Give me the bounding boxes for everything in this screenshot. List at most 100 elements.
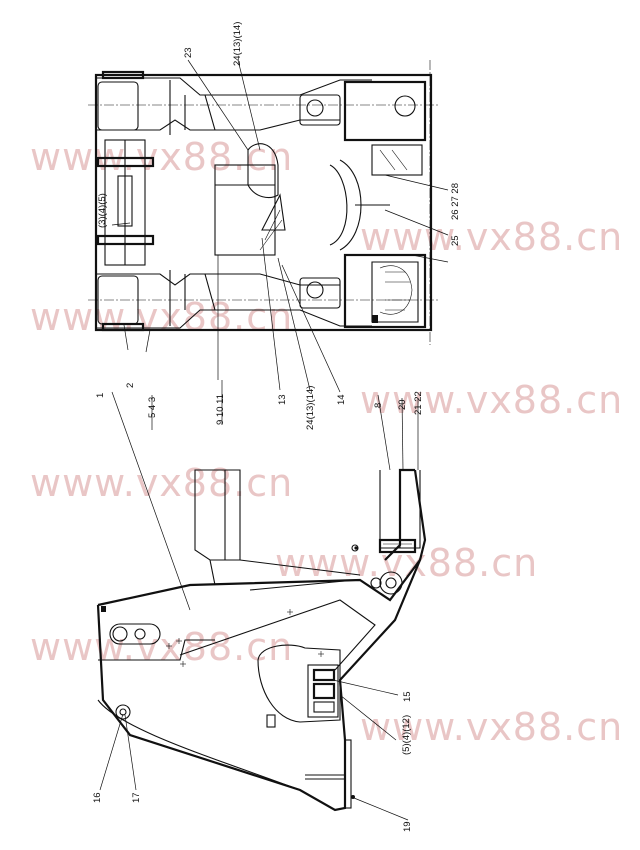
pin-block	[378, 538, 417, 554]
hole	[134, 628, 146, 640]
web-plate	[169, 270, 216, 326]
callout-20: 20	[397, 399, 408, 410]
bearing-race	[379, 265, 413, 315]
callout-17: 17	[131, 792, 142, 803]
detail-part	[312, 682, 336, 700]
leader-dot	[354, 546, 358, 550]
leader-lines	[99, 59, 449, 821]
callout-19: 19	[402, 821, 413, 832]
watermark-text: www.vx88.cn	[30, 295, 293, 339]
leader-543	[145, 329, 151, 353]
callout-5-4-12: (5)(4)(12)	[401, 715, 412, 755]
top-view	[88, 60, 440, 345]
bearing-housing	[343, 80, 427, 142]
lug-plate	[101, 70, 145, 80]
leader-17	[124, 714, 137, 791]
leader-19	[353, 797, 409, 821]
leader-2	[123, 324, 129, 351]
watermark-text: www.vx88.cn	[30, 625, 293, 669]
callout-24-13-14: 24(13)(14)	[305, 386, 316, 430]
bolt-marks	[166, 609, 324, 667]
callout-23: 23	[183, 47, 194, 58]
frame-inner-edge	[98, 639, 215, 661]
bracket	[344, 739, 352, 809]
leader-16	[99, 713, 124, 791]
callout-8: 8	[373, 403, 384, 408]
hatch	[379, 149, 396, 171]
gusset	[261, 193, 286, 231]
leader-24a	[277, 257, 311, 391]
hatch	[259, 219, 283, 251]
brace	[239, 559, 361, 591]
callout-1: 1	[95, 393, 106, 398]
pivot-block	[299, 94, 341, 126]
callout-26-27-28: 26 27 28	[450, 183, 461, 220]
callout-24-13-14b: 24(13)(14)	[232, 22, 243, 66]
watermark-text: www.vx88.cn	[360, 705, 623, 749]
tag-plate	[266, 714, 276, 728]
callout-25: 25	[450, 235, 461, 246]
pivot-hole	[306, 99, 324, 117]
bearing-hole	[394, 95, 416, 117]
callout-15: 15	[402, 691, 413, 702]
hole	[112, 626, 128, 642]
leader-23	[187, 59, 249, 151]
bolt-head	[372, 315, 378, 323]
callout-9-10-11: 9 10 11	[215, 394, 226, 425]
leader-8	[377, 394, 391, 471]
callout-13: 13	[277, 394, 288, 405]
callout-5-4-3: 5 4 3	[147, 397, 158, 418]
leader-26-27-28	[384, 174, 449, 191]
callout-3-4-5: (3)(4)(5)	[97, 193, 108, 228]
leader-15	[332, 679, 399, 696]
watermark-text: www.vx88.cn	[30, 135, 293, 179]
slot-plate	[109, 623, 161, 645]
callout-2: 2	[125, 383, 136, 388]
leader-tick	[411, 254, 449, 263]
callout-14: 14	[336, 394, 347, 405]
plate	[371, 144, 423, 176]
watermark-text: www.vx88.cn	[30, 461, 293, 505]
leader-25	[384, 209, 449, 236]
cutout-window	[257, 644, 341, 723]
pivot-core	[385, 577, 397, 589]
boss	[97, 81, 139, 131]
leader-24b	[237, 59, 261, 151]
pin	[117, 175, 133, 227]
leader-14	[281, 264, 341, 393]
upright-foot	[209, 559, 216, 586]
detail-block	[307, 664, 339, 718]
watermark-layer: www.vx88.cn www.vx88.cn www.vx88.cn www.…	[30, 135, 623, 749]
hole	[115, 704, 131, 720]
hatch	[391, 149, 408, 171]
middle-box	[214, 164, 276, 256]
lug	[101, 606, 106, 612]
hatch	[264, 209, 281, 241]
callout-labels: 1 2 5 4 3 9 10 11 13 24(13)(14) 14 8 20 …	[92, 22, 461, 832]
watermark-text: www.vx88.cn	[360, 378, 623, 422]
web-plate	[169, 80, 216, 135]
pivot-block	[299, 277, 341, 309]
watermark-text: www.vx88.cn	[360, 215, 623, 259]
hinge-plate	[96, 234, 155, 246]
leader-20	[401, 397, 404, 471]
leader-345	[111, 222, 131, 226]
frame-inner-edge	[179, 599, 376, 671]
callout-21-22: 21 22	[413, 391, 424, 415]
bolt	[351, 544, 359, 552]
leader-13	[261, 237, 281, 391]
frame-edge	[96, 77, 372, 96]
detail-part	[312, 668, 336, 682]
hinge-plate	[96, 156, 155, 168]
leader-1	[111, 391, 191, 611]
leader-5-4-12	[339, 694, 397, 741]
bearing-housing	[343, 253, 427, 329]
side-view	[96, 468, 427, 812]
bearing-cross-section	[371, 261, 419, 323]
hatch	[385, 271, 410, 311]
top-view-outline	[94, 73, 433, 332]
frame-lower-edge	[97, 699, 301, 791]
curved-plate	[329, 164, 348, 246]
lug-plate	[101, 322, 145, 332]
